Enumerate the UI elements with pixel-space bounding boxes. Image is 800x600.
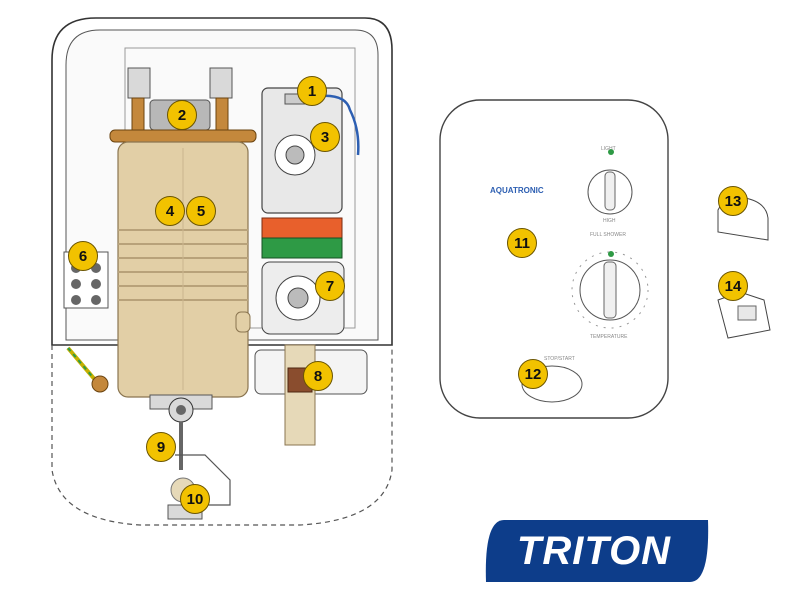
callout-11[interactable]: 11 [507, 228, 537, 258]
supply-terminal-block [63, 251, 109, 393]
callout-14[interactable]: 14 [718, 271, 748, 301]
callout-9[interactable]: 9 [146, 432, 176, 462]
panel-brand-text: AQUATRONIC [490, 186, 544, 195]
temperature-label: TEMPERATURE [590, 334, 628, 340]
triton-logo-text: TRITON [516, 528, 672, 573]
callout-8[interactable]: 8 [303, 361, 333, 391]
callout-5[interactable]: 5 [186, 196, 216, 226]
triton-logo-badge [485, 520, 709, 582]
stop-start-label: STOP/START [544, 356, 575, 362]
callout-4[interactable]: 4 [155, 196, 185, 226]
full-shower-label: FULL SHOWER [590, 232, 626, 238]
callout-6[interactable]: 6 [68, 241, 98, 271]
heater-can [109, 129, 257, 423]
callout-3[interactable]: 3 [310, 122, 340, 152]
callout-12[interactable]: 12 [518, 359, 548, 389]
callout-1[interactable]: 1 [297, 76, 327, 106]
callout-7[interactable]: 7 [315, 271, 345, 301]
callout-13[interactable]: 13 [718, 186, 748, 216]
callout-10[interactable]: 10 [180, 484, 210, 514]
triton-logo[interactable]: TRITON [478, 520, 710, 582]
inlet-connector [254, 344, 368, 446]
callout-2[interactable]: 2 [167, 100, 197, 130]
top-dial-label-bottom: HIGH [603, 218, 616, 224]
top-dial-label-top: LIGHT [601, 146, 616, 152]
cover-panel [439, 99, 669, 419]
